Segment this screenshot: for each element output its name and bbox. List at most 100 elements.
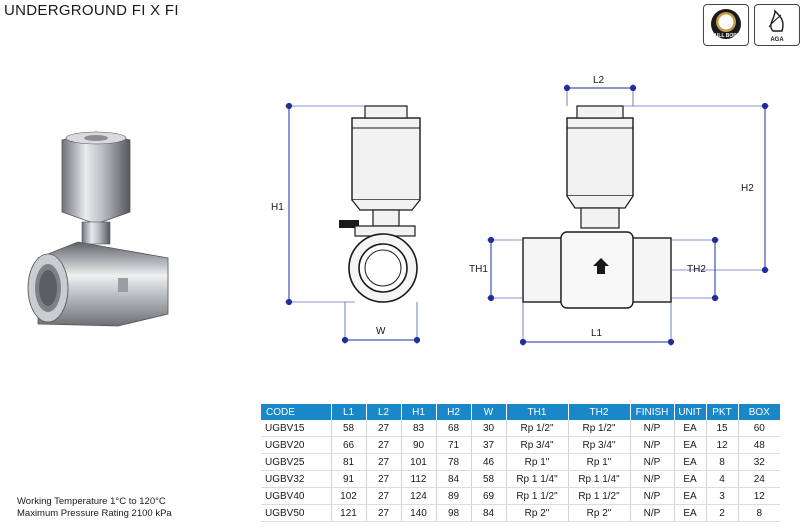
table-cell: 8 [738, 504, 780, 522]
table-cell: UGBV50 [261, 504, 332, 522]
table-cell: EA [674, 470, 707, 488]
side-view [339, 105, 421, 303]
table-cell: Rp 3/4" [506, 436, 569, 454]
table-cell: Rp 1 1/2" [506, 487, 569, 505]
table-cell: 81 [331, 453, 367, 471]
table-cell: 121 [331, 504, 367, 522]
table-cell: 84 [471, 504, 507, 522]
table-cell: 102 [331, 487, 367, 505]
table-cell: N/P [630, 487, 675, 505]
col-header: UNIT [674, 404, 707, 420]
table-cell: Rp 1/2" [568, 420, 631, 437]
table-cell: 15 [706, 420, 739, 437]
table-cell: 84 [436, 470, 472, 488]
table-cell: Rp 2" [568, 504, 631, 522]
table-cell: Rp 1/2" [506, 420, 569, 437]
table-cell: 27 [366, 436, 402, 454]
col-header: H1 [401, 404, 437, 420]
table-cell: UGBV25 [261, 453, 332, 471]
table-cell: UGBV15 [261, 420, 332, 437]
w-label: W [376, 326, 386, 337]
table-cell: N/P [630, 470, 675, 488]
full-bore-badge: FULL BORE [703, 4, 749, 46]
working-temperature: Working Temperature 1°C to 120°C [17, 496, 166, 507]
table-cell: 8 [706, 453, 739, 471]
aga-label: AGA [770, 37, 784, 43]
table-cell: 98 [436, 504, 472, 522]
table-cell: UGBV32 [261, 470, 332, 488]
table-cell: Rp 3/4" [568, 436, 631, 454]
table-cell: 27 [366, 470, 402, 488]
th1-label: TH1 [469, 264, 488, 275]
table-cell: N/P [630, 504, 675, 522]
table-cell: EA [674, 487, 707, 505]
table-cell: Rp 1" [506, 453, 569, 471]
col-header: TH1 [506, 404, 569, 420]
table-cell: N/P [630, 453, 675, 471]
front-view [522, 105, 672, 309]
table-cell: 4 [706, 470, 739, 488]
table-cell: 2 [706, 504, 739, 522]
col-header: PKT [706, 404, 739, 420]
table-cell: 30 [471, 420, 507, 437]
table-cell: EA [674, 420, 707, 437]
th2-label: TH2 [687, 264, 706, 275]
table-cell: 27 [366, 487, 402, 505]
table-header-row: CODE L1 L2 H1 H2 W TH1 TH2 FINISH UNIT P… [261, 404, 780, 420]
table-cell: 48 [738, 436, 780, 454]
table-cell: 27 [366, 453, 402, 471]
table-cell: 78 [436, 453, 472, 471]
table-cell: 58 [471, 470, 507, 488]
table-cell: 3 [706, 487, 739, 505]
table-cell: Rp 1 1/4" [506, 470, 569, 488]
spec-notes: Working Temperature 1°C to 120°C Maximum… [17, 496, 172, 520]
h1-label: H1 [271, 202, 284, 213]
table-cell: 27 [366, 420, 402, 437]
table-cell: 46 [471, 453, 507, 471]
table-cell: 140 [401, 504, 437, 522]
table-cell: 24 [738, 470, 780, 488]
table-cell: UGBV40 [261, 487, 332, 505]
table-cell: 124 [401, 487, 437, 505]
full-bore-icon [711, 9, 741, 39]
table-cell: 12 [738, 487, 780, 505]
table-cell: N/P [630, 420, 675, 437]
max-pressure: Maximum Pressure Rating 2100 kPa [17, 508, 172, 519]
aga-flame-icon [768, 9, 784, 32]
aga-badge: AGA [754, 4, 800, 46]
full-bore-label: FULL BORE [711, 33, 741, 39]
h2-label: H2 [741, 183, 754, 194]
table-cell: EA [674, 504, 707, 522]
col-header: BOX [738, 404, 780, 420]
table-cell: 112 [401, 470, 437, 488]
table-cell: N/P [630, 436, 675, 454]
col-header: W [471, 404, 507, 420]
l2-label: L2 [593, 75, 605, 86]
product-table: CODE L1 L2 H1 H2 W TH1 TH2 FINISH UNIT P… [261, 404, 780, 522]
col-header: L1 [331, 404, 367, 420]
col-header: FINISH [630, 404, 675, 420]
table-cell: 91 [331, 470, 367, 488]
table-cell: Rp 1 1/4" [568, 470, 631, 488]
col-header: H2 [436, 404, 472, 420]
table-cell: 60 [738, 420, 780, 437]
table-cell: 27 [366, 504, 402, 522]
col-header: L2 [366, 404, 402, 420]
valve-photo [27, 131, 169, 327]
col-header: CODE [261, 404, 332, 420]
table-cell: 32 [738, 453, 780, 471]
table-cell: 101 [401, 453, 437, 471]
col-header: TH2 [568, 404, 631, 420]
table-cell: Rp 2" [506, 504, 569, 522]
table-cell: Rp 1 1/2" [568, 487, 631, 505]
table-cell: 66 [331, 436, 367, 454]
table-cell: 58 [331, 420, 367, 437]
table-cell: 90 [401, 436, 437, 454]
table-cell: EA [674, 453, 707, 471]
l1-label: L1 [591, 328, 603, 339]
